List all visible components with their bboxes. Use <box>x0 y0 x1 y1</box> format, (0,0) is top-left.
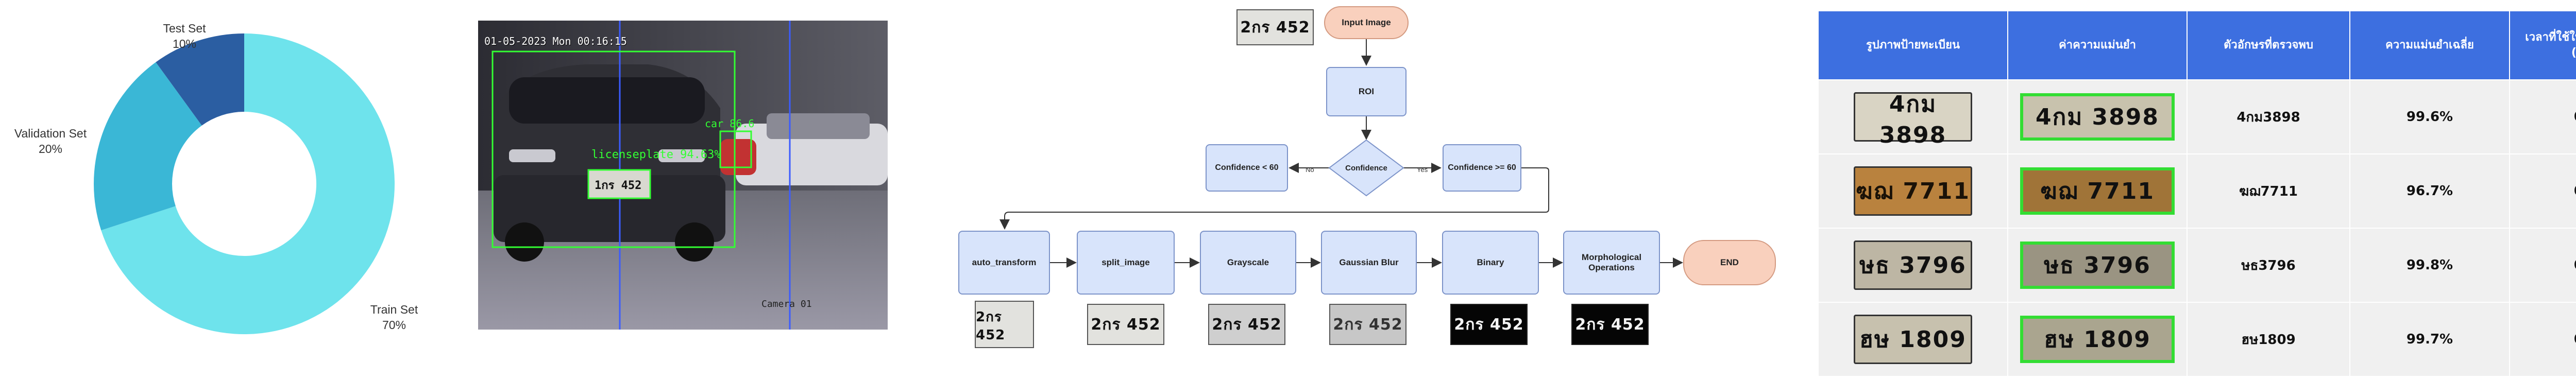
plate-image: ฆฌ 7711 <box>1854 166 1972 216</box>
node-roi: ROI <box>1326 67 1406 116</box>
average-accuracy: 99.7% <box>2349 302 2510 377</box>
table-row: 4กม 3898 4กม 3898 4กม3898 99.6% 0.42 <box>1818 79 2576 154</box>
camera-scene <box>478 21 888 330</box>
camera-timestamp: 01-05-2023 Mon 00:16:15 <box>484 35 627 47</box>
camera-name: Camera 01 <box>761 299 812 309</box>
node-input-image: Input Image <box>1324 6 1409 39</box>
detection-image: ษธ 3796 <box>2020 242 2175 289</box>
header-processing-time: เวลาที่ใช้ในการประมวลผล (วินาที) <box>2509 10 2576 80</box>
stage-plate-grayscale: 2กร 452 <box>1208 304 1285 345</box>
node-confidence-high: Confidence >= 60 <box>1443 144 1521 192</box>
node-confidence: Confidence <box>1345 163 1387 173</box>
table-header-row: รูปภาพป้ายทะเบียน ค่าความแม่นยำ ตัวอักษร… <box>1818 10 2576 80</box>
detection-image-cell: ฆฌ 7711 <box>2007 153 2188 229</box>
node-binary: Binary <box>1442 231 1539 295</box>
average-accuracy: 96.7% <box>2349 153 2510 229</box>
node-gaussian-blur: Gaussian Blur <box>1321 231 1417 295</box>
camera-detection-image: 01-05-2023 Mon 00:16:15 licenseplate 94.… <box>478 21 888 330</box>
node-end: END <box>1683 240 1776 285</box>
detected-text: ษธ3796 <box>2187 228 2350 303</box>
licenseplate-detection-label: licenseplate 94.63% <box>591 148 721 161</box>
node-split-image: split_image <box>1077 231 1175 295</box>
header-accuracy-value: ค่าความแม่นยำ <box>2007 10 2188 80</box>
detected-text: ฮษ1809 <box>2187 302 2350 377</box>
table-row: ฮษ 1809 ฮษ 1809 ฮษ1809 99.7% 0.25 <box>1818 302 2576 377</box>
average-accuracy: 99.8% <box>2349 228 2510 303</box>
donut-slice-test <box>156 33 244 126</box>
car-detection-label: car 86.6 <box>705 117 755 130</box>
table-row: ฆฌ 7711 ฆฌ 7711 ฆฌ7711 96.7% 0.30 <box>1818 153 2576 229</box>
stage-plate-gaussian-blur: 2กร 452 <box>1329 304 1406 345</box>
donut-slice-train <box>101 33 395 334</box>
detected-text: 4กม3898 <box>2187 79 2350 154</box>
plate-image-cell: ฆฌ 7711 <box>1818 153 2008 229</box>
processing-time: 0.25 <box>2509 302 2576 377</box>
detected-plate-text: 1กร 452 <box>595 179 642 192</box>
results-table-panel: รูปภาพป้ายทะเบียน ค่าความแม่นยำ ตัวอักษร… <box>1818 10 2576 379</box>
stage-plate-morphological: 2กร 452 <box>1571 304 1649 345</box>
edge-label-yes: Yes <box>1417 166 1428 174</box>
average-accuracy: 99.6% <box>2349 79 2510 154</box>
flowchart-connectors <box>999 26 1683 268</box>
plate-image-cell: 4กม 3898 <box>1818 79 2008 154</box>
plate-image: ฮษ 1809 <box>1854 315 1972 364</box>
node-morphological-operations: Morphological Operations <box>1563 231 1660 295</box>
processing-time: 0.28 <box>2509 228 2576 303</box>
processing-time: 0.42 <box>2509 79 2576 154</box>
stage-plate-split-image: 2กร 452 <box>1087 304 1164 345</box>
plate-image: ษธ 3796 <box>1854 240 1972 290</box>
donut-slice-validation <box>93 62 202 231</box>
results-table: รูปภาพป้ายทะเบียน ค่าความแม่นยำ ตัวอักษร… <box>1818 10 2576 377</box>
processing-time: 0.30 <box>2509 153 2576 229</box>
detection-image-cell: ษธ 3796 <box>2007 228 2188 303</box>
confidence-decision-diamond <box>1328 139 1404 197</box>
input-plate-image: 2กร 452 <box>1236 9 1314 45</box>
detection-image: ฆฌ 7711 <box>2020 167 2175 215</box>
header-average-accuracy: ความแม่นยำเฉลี่ย <box>2349 10 2510 80</box>
node-confidence-low: Confidence < 60 <box>1206 144 1288 192</box>
detection-image: 4กม 3898 <box>2020 93 2175 141</box>
table-row: ษธ 3796 ษธ 3796 ษธ3796 99.8% 0.28 <box>1818 228 2576 303</box>
plate-image-cell: ษธ 3796 <box>1818 228 2008 303</box>
edge-label-no: No <box>1306 166 1314 174</box>
header-detected-text: ตัวอักษรที่ตรวจพบ <box>2187 10 2350 80</box>
detection-image: ฮษ 1809 <box>2020 316 2175 363</box>
node-auto-transform: auto_transform <box>958 231 1050 295</box>
processing-flowchart: 2กร 452 Input Image ROI Confidence Confi… <box>948 0 1783 369</box>
stage-plate-auto-transform: 2กร 452 <box>975 301 1034 348</box>
donut-chart <box>93 33 395 334</box>
stage-plate-binary: 2กร 452 <box>1450 304 1528 345</box>
header-plate-image: รูปภาพป้ายทะเบียน <box>1818 10 2008 80</box>
detection-image-cell: 4กม 3898 <box>2007 79 2188 154</box>
detected-text: ฆฌ7711 <box>2187 153 2350 229</box>
plate-image: 4กม 3898 <box>1854 91 1972 148</box>
plate-image-cell: ฮษ 1809 <box>1818 302 2008 377</box>
node-grayscale: Grayscale <box>1200 231 1296 295</box>
detection-image-cell: ฮษ 1809 <box>2007 302 2188 377</box>
